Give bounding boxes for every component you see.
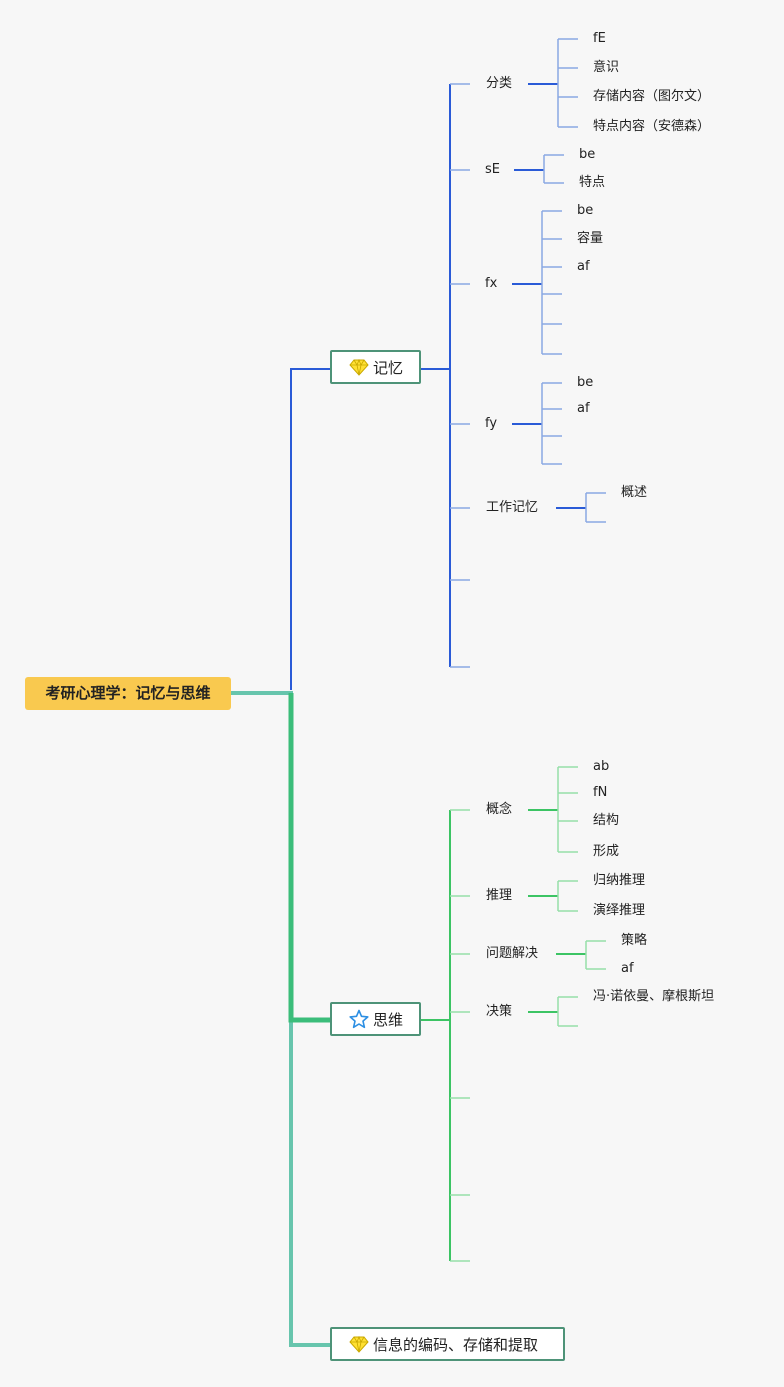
leaf-node[interactable]: 容量	[577, 231, 604, 246]
subtopic-label[interactable]: 工作记忆	[486, 500, 539, 515]
leaf-node[interactable]: af	[577, 401, 590, 416]
leaf-node[interactable]: fN	[593, 785, 608, 800]
leaf-node[interactable]: 特点内容（安德森）	[593, 119, 711, 134]
leaf-node[interactable]: 演绎推理	[593, 903, 646, 918]
leaf-node[interactable]: ab	[593, 759, 610, 774]
topic-memory[interactable]: 记忆	[330, 350, 421, 384]
leaf-node[interactable]: 冯·诺依曼、摩根斯坦	[593, 989, 715, 1004]
leaf-node[interactable]: 意识	[593, 60, 620, 75]
subtopic-label[interactable]: fx	[485, 276, 498, 291]
leaf-node[interactable]: 归纳推理	[593, 873, 646, 888]
topic-thinking-label: 思维	[373, 1010, 404, 1029]
leaf-node[interactable]: af	[577, 259, 590, 274]
leaf-node[interactable]: af	[621, 961, 634, 976]
subtopic-label[interactable]: 问题解决	[486, 946, 539, 961]
leaf-node[interactable]: 特点	[579, 175, 606, 190]
topic-encoding-label: 信息的编码、存储和提取	[373, 1335, 539, 1354]
diamond-icon	[349, 1334, 369, 1354]
leaf-node[interactable]: be	[577, 203, 594, 218]
topic-memory-label: 记忆	[373, 358, 404, 377]
leaf-node[interactable]: 形成	[593, 844, 620, 859]
subtopic-label[interactable]: 分类	[486, 76, 513, 91]
topic-thinking[interactable]: 思维	[330, 1002, 421, 1036]
diamond-icon	[349, 357, 369, 377]
leaf-node[interactable]: be	[579, 147, 596, 162]
leaf-node[interactable]: 策略	[621, 933, 648, 948]
leaf-node[interactable]: be	[577, 375, 594, 390]
leaf-node[interactable]: 存储内容（图尔文）	[593, 89, 711, 104]
subtopic-label[interactable]: 概念	[486, 802, 513, 817]
leaf-node[interactable]: fE	[593, 31, 606, 46]
subtopic-label[interactable]: 推理	[486, 888, 513, 903]
subtopic-label[interactable]: fy	[485, 416, 498, 431]
root-topic[interactable]: 考研心理学：记忆与思维	[25, 677, 231, 710]
star-icon	[349, 1009, 369, 1029]
leaf-node[interactable]: 结构	[593, 813, 620, 828]
topic-encoding[interactable]: 信息的编码、存储和提取	[330, 1327, 565, 1361]
leaf-node[interactable]: 概述	[621, 485, 648, 500]
subtopic-label[interactable]: sE	[485, 162, 500, 177]
subtopic-label[interactable]: 决策	[486, 1004, 513, 1019]
